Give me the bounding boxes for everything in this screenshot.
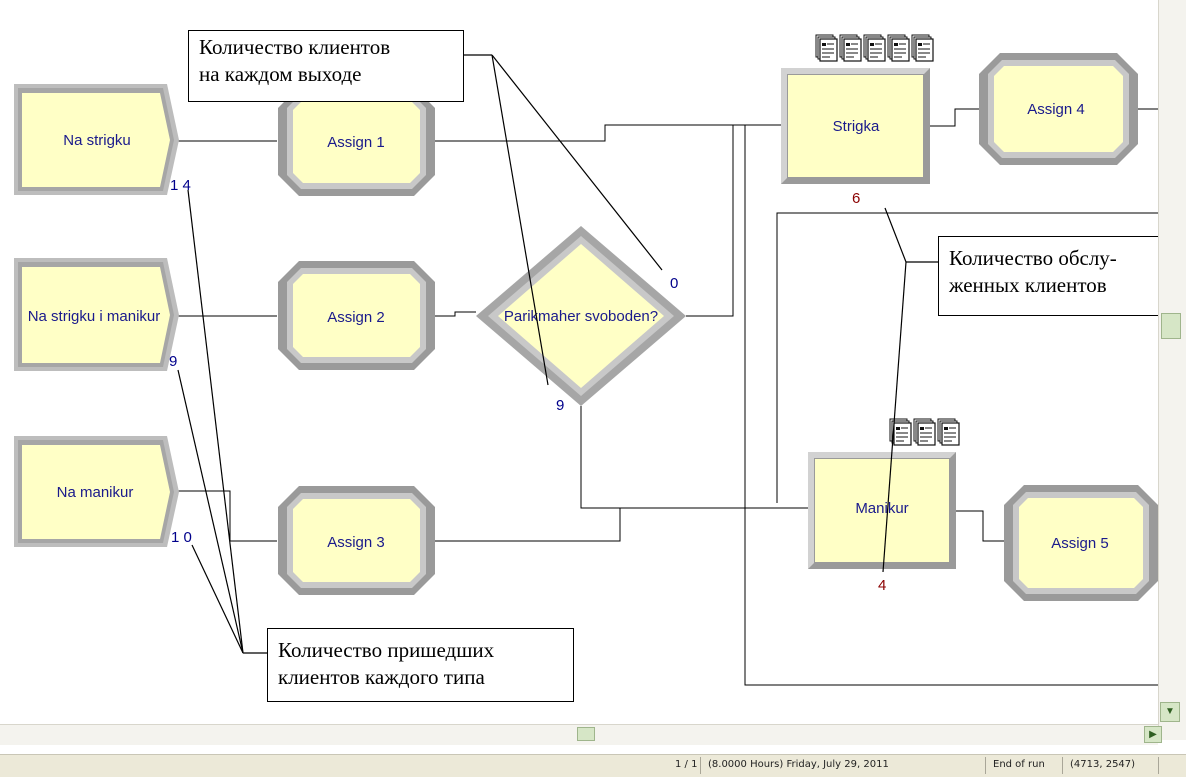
counter-decide-true: 0	[670, 275, 678, 292]
connectors	[178, 108, 1158, 686]
callout-served: Количество обслу- женных клиентов	[938, 236, 1158, 316]
queue-strigka	[815, 34, 934, 62]
connector-create3-assign3	[178, 490, 277, 542]
callout-arrived: Количество пришедших клиентов каждого ти…	[267, 628, 574, 702]
assign-module-3[interactable]: Assign 3	[278, 486, 435, 595]
callout-leaders	[177, 54, 945, 654]
create-module-na-manikur[interactable]: Na manikur	[14, 436, 179, 547]
connector-loop-inner	[776, 212, 1158, 503]
vertical-scrollbar[interactable]	[1158, 0, 1186, 740]
assign-module-2[interactable]: Assign 2	[278, 261, 435, 370]
create-label: Na strigku i manikur	[28, 308, 161, 325]
callout-line: Количество пришедших	[278, 638, 495, 662]
connector-manikur-assign5	[956, 510, 1004, 542]
model-canvas[interactable]: Na strigku Na strigku i manikur Na manik…	[0, 0, 1158, 724]
callout-line: клиентов каждого типа	[278, 665, 485, 689]
callout-line: женных клиентов	[949, 273, 1107, 297]
counter-create2: 9	[169, 353, 177, 370]
counter-create3: 1 0	[171, 529, 192, 546]
scroll-down-arrow-icon[interactable]: ▼	[1160, 702, 1180, 722]
assign-label: Assign 1	[327, 134, 385, 151]
status-bar: 1 / 1 (8.0000 Hours) Friday, July 29, 20…	[0, 754, 1186, 777]
callout-per-exit: Количество клиентов на каждом выходе	[188, 30, 464, 102]
connector-loop-outer	[744, 125, 1158, 686]
decide-label: Parikmaher svoboden?	[504, 308, 658, 325]
horizontal-scroll-thumb[interactable]	[577, 727, 595, 741]
status-page: 1 / 1	[675, 759, 698, 770]
scroll-right-arrow-icon[interactable]: ▶	[1144, 726, 1162, 743]
entity-picture-icon	[863, 34, 886, 62]
process-label: Manikur	[855, 500, 908, 517]
flowchart: Na strigku Na strigku i manikur Na manik…	[14, 34, 1158, 686]
create-module-na-strigku-i-manikur[interactable]: Na strigku i manikur	[14, 258, 179, 371]
connector-assign2-decide	[435, 311, 476, 317]
status-run-state: End of run	[993, 759, 1045, 770]
connector-strigka-assign4	[930, 108, 979, 127]
entity-picture-icon	[913, 418, 936, 446]
status-sim-time: (8.0000 Hours) Friday, July 29, 2011	[708, 759, 889, 770]
status-coordinates: (4713, 2547)	[1070, 759, 1136, 770]
process-module-manikur[interactable]: Manikur	[808, 452, 956, 569]
callout-line: Количество клиентов	[199, 35, 391, 59]
assign-label: Assign 3	[327, 534, 385, 551]
entity-picture-icon	[839, 34, 862, 62]
decide-module[interactable]: Parikmaher svoboden?	[476, 226, 686, 406]
entity-picture-icon	[937, 418, 960, 446]
assign-module-5[interactable]: Assign 5	[1004, 485, 1158, 601]
assign-label: Assign 2	[327, 309, 385, 326]
vertical-scroll-thumb[interactable]	[1161, 313, 1181, 339]
entity-picture-icon	[815, 34, 838, 62]
connector-assign3-manikur	[435, 508, 621, 542]
assign-module-1[interactable]: Assign 1	[278, 87, 435, 196]
process-module-strigka[interactable]: Strigka	[781, 68, 930, 184]
queue-manikur	[889, 418, 960, 446]
connector-decide-false	[580, 406, 808, 509]
entity-picture-icon	[911, 34, 934, 62]
assign-module-4[interactable]: Assign 4	[979, 53, 1138, 165]
connector-decide-true	[686, 125, 734, 317]
counter-process-manikur: 4	[878, 577, 886, 594]
counter-decide-false: 9	[556, 397, 564, 414]
create-module-na-strigku[interactable]: Na strigku	[14, 84, 179, 195]
counter-create1: 1 4	[170, 177, 191, 194]
callout-line: на каждом выходе	[199, 62, 362, 86]
create-label: Na strigku	[63, 132, 131, 149]
entity-picture-icon	[887, 34, 910, 62]
assign-label: Assign 4	[1027, 101, 1085, 118]
process-label: Strigka	[833, 118, 880, 135]
create-label: Na manikur	[57, 484, 134, 501]
counter-process-strigka: 6	[852, 190, 860, 207]
assign-label: Assign 5	[1051, 535, 1109, 552]
connector-assign1-strigka	[435, 124, 781, 142]
callout-line: Количество обслу-	[949, 246, 1117, 270]
